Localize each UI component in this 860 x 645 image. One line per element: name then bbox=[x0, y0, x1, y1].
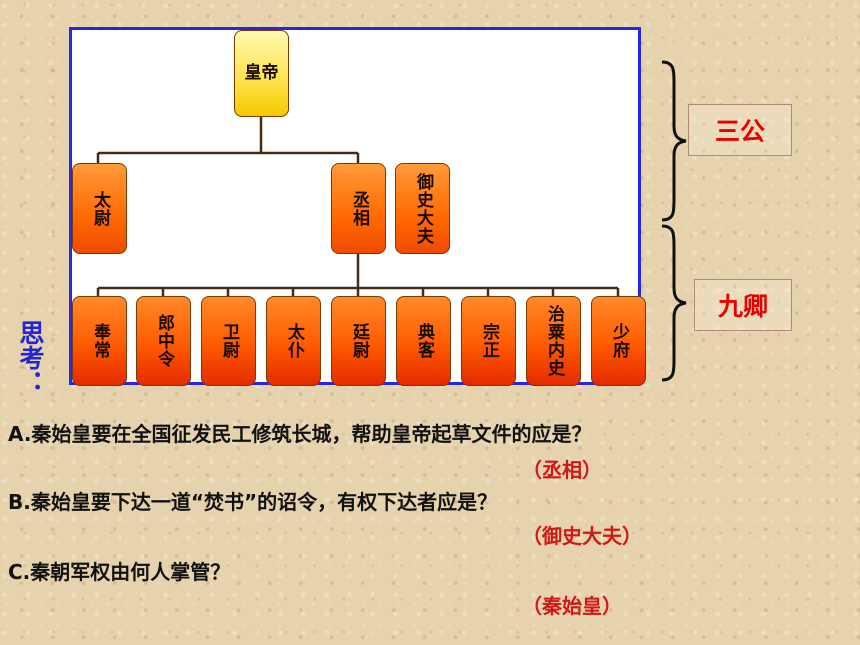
think-label: 思考： bbox=[16, 320, 45, 395]
label-jiuqing: 九卿 bbox=[694, 279, 792, 331]
node-taiwei: 太尉 bbox=[72, 163, 127, 254]
node-yushidafu: 御史大夫 bbox=[395, 163, 450, 254]
brace-jiuqing-icon bbox=[661, 224, 687, 382]
node-zhisuneishi: 治粟内史 bbox=[526, 296, 581, 386]
org-chart-connectors bbox=[96, 117, 620, 296]
node-zongzheng: 宗正 bbox=[461, 296, 516, 386]
node-taipu: 太仆 bbox=[266, 296, 321, 386]
node-shaofu: 少府 bbox=[591, 296, 646, 386]
answer-c: （秦始皇） bbox=[522, 594, 622, 618]
org-chart-frame: 皇帝 太尉 丞相 御史大夫 奉常 郎中令 卫尉 太仆 廷尉 典客 宗正 治粟内史… bbox=[69, 27, 646, 386]
label-sangong: 三公 bbox=[688, 104, 792, 156]
node-chengxiang: 丞相 bbox=[331, 163, 386, 254]
answer-a: （丞相） bbox=[522, 458, 602, 482]
question-c: C.秦朝军权由何人掌管？ bbox=[8, 560, 231, 584]
node-langzhongling: 郎中令 bbox=[136, 296, 191, 386]
question-a: A.秦始皇要在全国征发民工修筑长城，帮助皇帝起草文件的应是？ bbox=[8, 422, 592, 446]
node-fengchang: 奉常 bbox=[72, 296, 127, 386]
question-b: B.秦始皇要下达一道“焚书”的诏令，有权下达者应是？ bbox=[8, 490, 498, 514]
node-tingwei: 廷尉 bbox=[331, 296, 386, 386]
node-emperor: 皇帝 bbox=[234, 30, 289, 117]
brace-sangong-icon bbox=[661, 60, 687, 222]
node-weiwei: 卫尉 bbox=[201, 296, 256, 386]
node-dianke: 典客 bbox=[396, 296, 451, 386]
answer-b: （御史大夫） bbox=[522, 524, 642, 548]
